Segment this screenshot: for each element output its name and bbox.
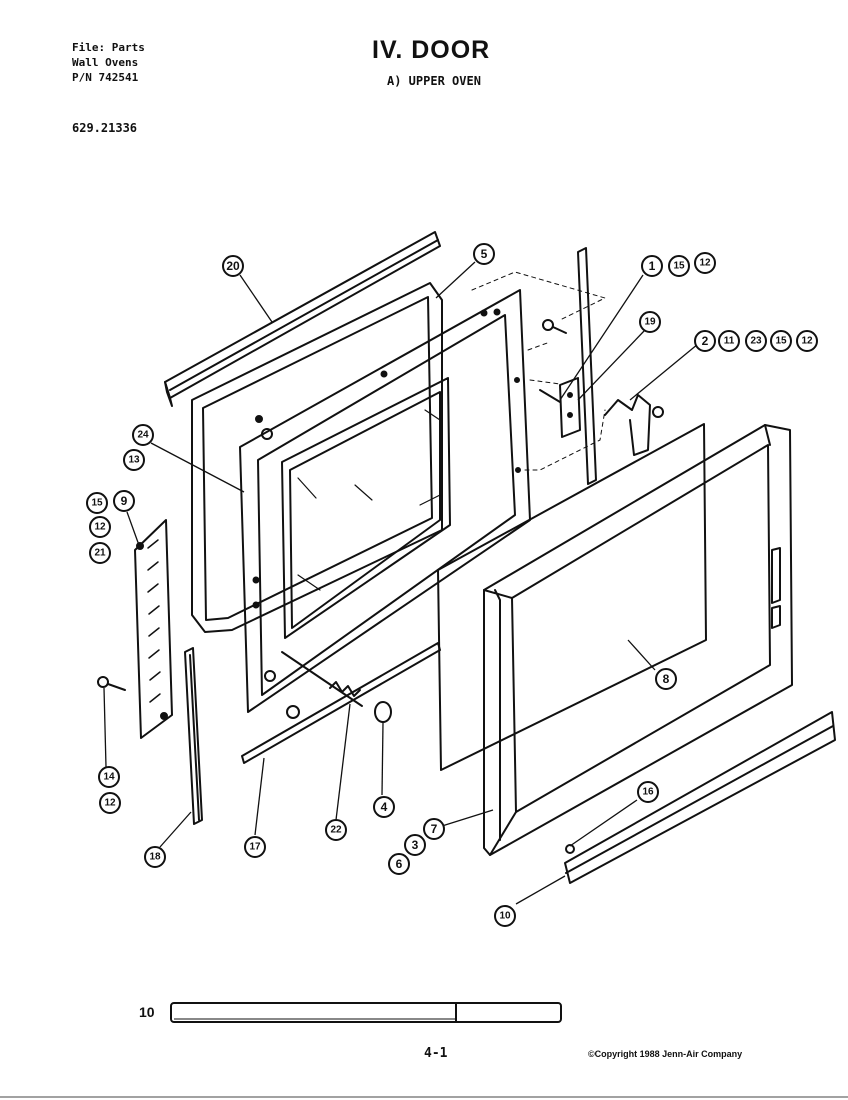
callout-6: 6 (396, 857, 403, 871)
callout-10: 10 (499, 911, 511, 922)
model-number: 629.21336 (72, 121, 138, 135)
part-hinge-strip (134, 519, 173, 739)
part-bottom-trim (564, 711, 836, 884)
part-number-line: P/N 742541 (72, 71, 139, 84)
part-glass-pane (437, 423, 707, 771)
scale-bar (170, 1002, 562, 1023)
part-vertical-rod (577, 247, 597, 485)
callout-12: 12 (94, 522, 106, 533)
part-knob (374, 701, 392, 723)
part-outer-door-frame (483, 424, 793, 856)
copyright-notice: ©Copyright 1988 Jenn-Air Company (588, 1049, 743, 1059)
page-subtitle: A) UPPER OVEN (387, 74, 481, 88)
bracket-screw (542, 319, 567, 334)
callout-14: 14 (103, 772, 115, 783)
part-lower-strip (241, 642, 441, 764)
callout-7: 7 (431, 822, 438, 836)
callout-24: 24 (137, 430, 149, 441)
callout-20: 20 (226, 259, 240, 273)
callout-4: 4 (381, 800, 388, 814)
page-number: 4-1 (424, 1046, 448, 1061)
callout-12: 12 (699, 258, 711, 269)
callout-1: 1 (649, 259, 656, 273)
callout-15: 15 (775, 336, 787, 347)
part-door-gasket (191, 282, 443, 633)
part-hinge-lever (604, 394, 664, 456)
page-title: IV. DOOR (372, 36, 491, 64)
callout-5: 5 (481, 247, 488, 261)
callout-15: 15 (673, 261, 685, 272)
callout-11: 11 (724, 336, 735, 347)
callout-17: 17 (249, 842, 261, 853)
category-line: Wall Ovens (72, 56, 139, 69)
scale-label: 10 (139, 1004, 155, 1020)
callout-2: 2 (702, 334, 709, 348)
file-info: File: Parts Wall Ovens P/N 742541 (72, 40, 145, 85)
callout-8: 8 (663, 672, 670, 686)
callout-13: 13 (128, 455, 140, 466)
part-screw (97, 676, 126, 691)
callout-18: 18 (149, 852, 161, 863)
callout-22: 22 (330, 825, 342, 836)
part-top-trim-strip (164, 231, 441, 407)
back-bracket-outline (471, 271, 606, 471)
leader-lines (103, 261, 699, 905)
part-small-bracket (539, 377, 581, 438)
part-latch-rod (281, 651, 363, 707)
callout-9: 9 (121, 494, 128, 508)
callout-21: 21 (94, 548, 106, 559)
callout-12: 12 (801, 336, 813, 347)
callout-19: 19 (644, 317, 656, 328)
callout-15: 15 (91, 498, 103, 509)
part-small-screw (565, 844, 575, 854)
part-side-strip (184, 647, 203, 825)
file-line: File: Parts (72, 41, 145, 54)
callout-16: 16 (642, 787, 654, 798)
callout-23: 23 (750, 336, 762, 347)
callout-circles (86, 243, 818, 927)
callout-3: 3 (412, 838, 419, 852)
callout-12: 12 (104, 798, 116, 809)
